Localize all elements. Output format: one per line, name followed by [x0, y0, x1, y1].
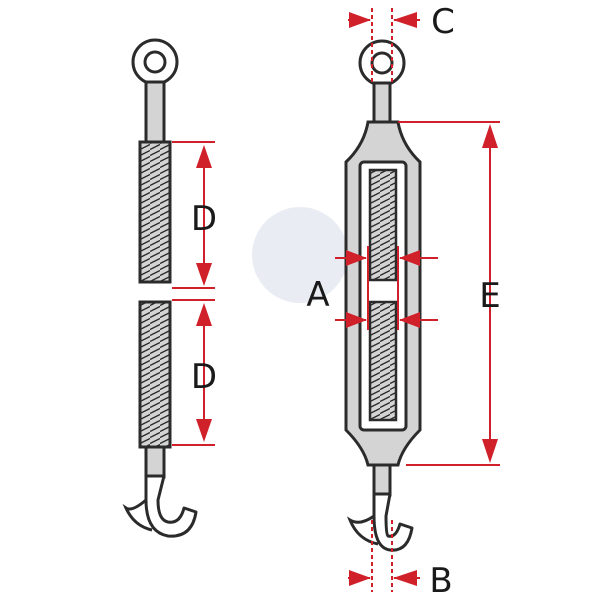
right-top-eye-hole — [370, 51, 394, 75]
upper-shank — [144, 80, 166, 144]
top-eye-hole — [143, 50, 167, 74]
lower-shank — [144, 445, 166, 479]
watermark — [252, 207, 348, 303]
left-screw-assembly — [122, 38, 198, 538]
dimension-d-upper: D — [172, 141, 217, 289]
label-e: E — [479, 276, 500, 316]
label-c: C — [431, 2, 455, 42]
dimension-d-lower: D — [172, 299, 217, 446]
dimension-e: E — [398, 121, 501, 466]
upper-threaded-rod — [138, 140, 172, 284]
inner-upper-rod — [368, 168, 398, 282]
label-d-lower: D — [191, 357, 217, 397]
label-b: B — [429, 561, 452, 600]
right-lower-shank — [372, 463, 392, 497]
dimension-b: B — [348, 520, 453, 600]
lower-threaded-rod — [138, 300, 172, 449]
dimension-a: A — [306, 246, 438, 330]
label-a: A — [306, 275, 329, 315]
label-d-upper: D — [191, 199, 217, 239]
right-upper-shank — [372, 81, 392, 125]
right-turnbuckle — [344, 39, 422, 552]
dimension-c: C — [348, 2, 455, 82]
right-bottom-hook — [372, 492, 414, 552]
inner-lower-rod — [368, 300, 398, 422]
bottom-hook — [144, 474, 198, 538]
